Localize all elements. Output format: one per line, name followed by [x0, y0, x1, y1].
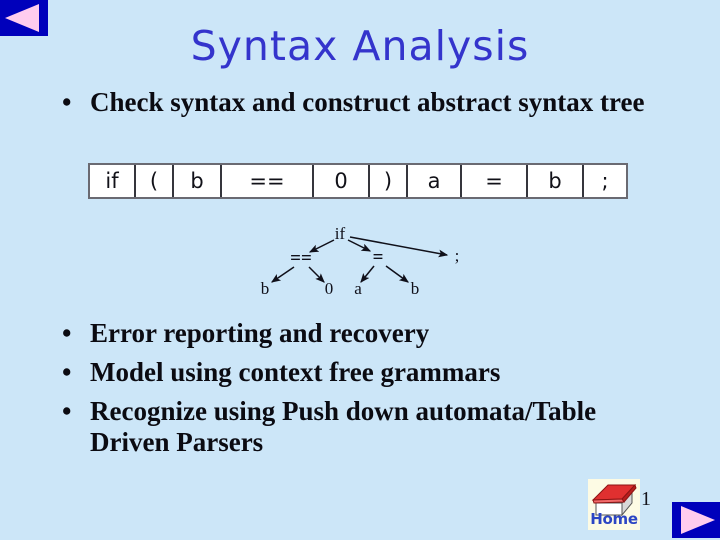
- abstract-syntax-tree: if == = ; b 0 a b: [240, 214, 490, 306]
- bullet-item: • Recognize using Push down automata/Tab…: [62, 396, 662, 458]
- token-cell: (: [136, 165, 174, 197]
- bullet-item: • Error reporting and recovery: [62, 318, 662, 349]
- ast-node: 0: [324, 279, 334, 298]
- ast-node: b: [260, 279, 270, 298]
- nav-forward-button[interactable]: [672, 502, 720, 538]
- token-cell: b: [174, 165, 222, 197]
- token-cell: if: [90, 165, 136, 197]
- bullet-marker: •: [62, 318, 72, 348]
- bullet-text: Model using context free grammars: [90, 357, 501, 387]
- triangle-left-icon: [5, 4, 39, 32]
- bullet-text: Recognize using Push down automata/Table…: [90, 396, 597, 457]
- ast-node: b: [410, 279, 420, 298]
- bullet-text: Error reporting and recovery: [90, 318, 430, 348]
- bullet-item: • Check syntax and construct abstract sy…: [62, 87, 662, 118]
- bullet-text: Check syntax and construct abstract synt…: [90, 87, 645, 117]
- ast-node: =: [372, 247, 384, 268]
- bullet-marker: •: [62, 396, 72, 426]
- ast-node: ==: [290, 248, 312, 269]
- token-cell: a: [408, 165, 462, 197]
- triangle-right-icon: [681, 506, 715, 534]
- home-button[interactable]: Home: [588, 479, 640, 530]
- ast-node: a: [354, 279, 362, 298]
- token-cell: b: [528, 165, 584, 197]
- token-cell: =: [462, 165, 528, 197]
- token-cell: ): [370, 165, 408, 197]
- token-cell: ;: [584, 165, 626, 197]
- bullet-marker: •: [62, 357, 72, 387]
- token-cell: ==: [222, 165, 314, 197]
- token-table: if ( b == 0 ) a = b ;: [88, 163, 628, 199]
- nav-back-button[interactable]: [0, 0, 48, 36]
- ast-edges: [271, 236, 449, 283]
- token-cell: 0: [314, 165, 370, 197]
- page-number: 1: [641, 488, 651, 510]
- bullet-marker: •: [62, 87, 72, 117]
- home-button-label: Home: [590, 510, 638, 528]
- ast-node: ;: [454, 246, 460, 265]
- ast-node: if: [334, 224, 346, 243]
- bullet-item: • Model using context free grammars: [62, 357, 662, 388]
- house-icon: [591, 484, 637, 517]
- page-title: Syntax Analysis: [190, 22, 530, 70]
